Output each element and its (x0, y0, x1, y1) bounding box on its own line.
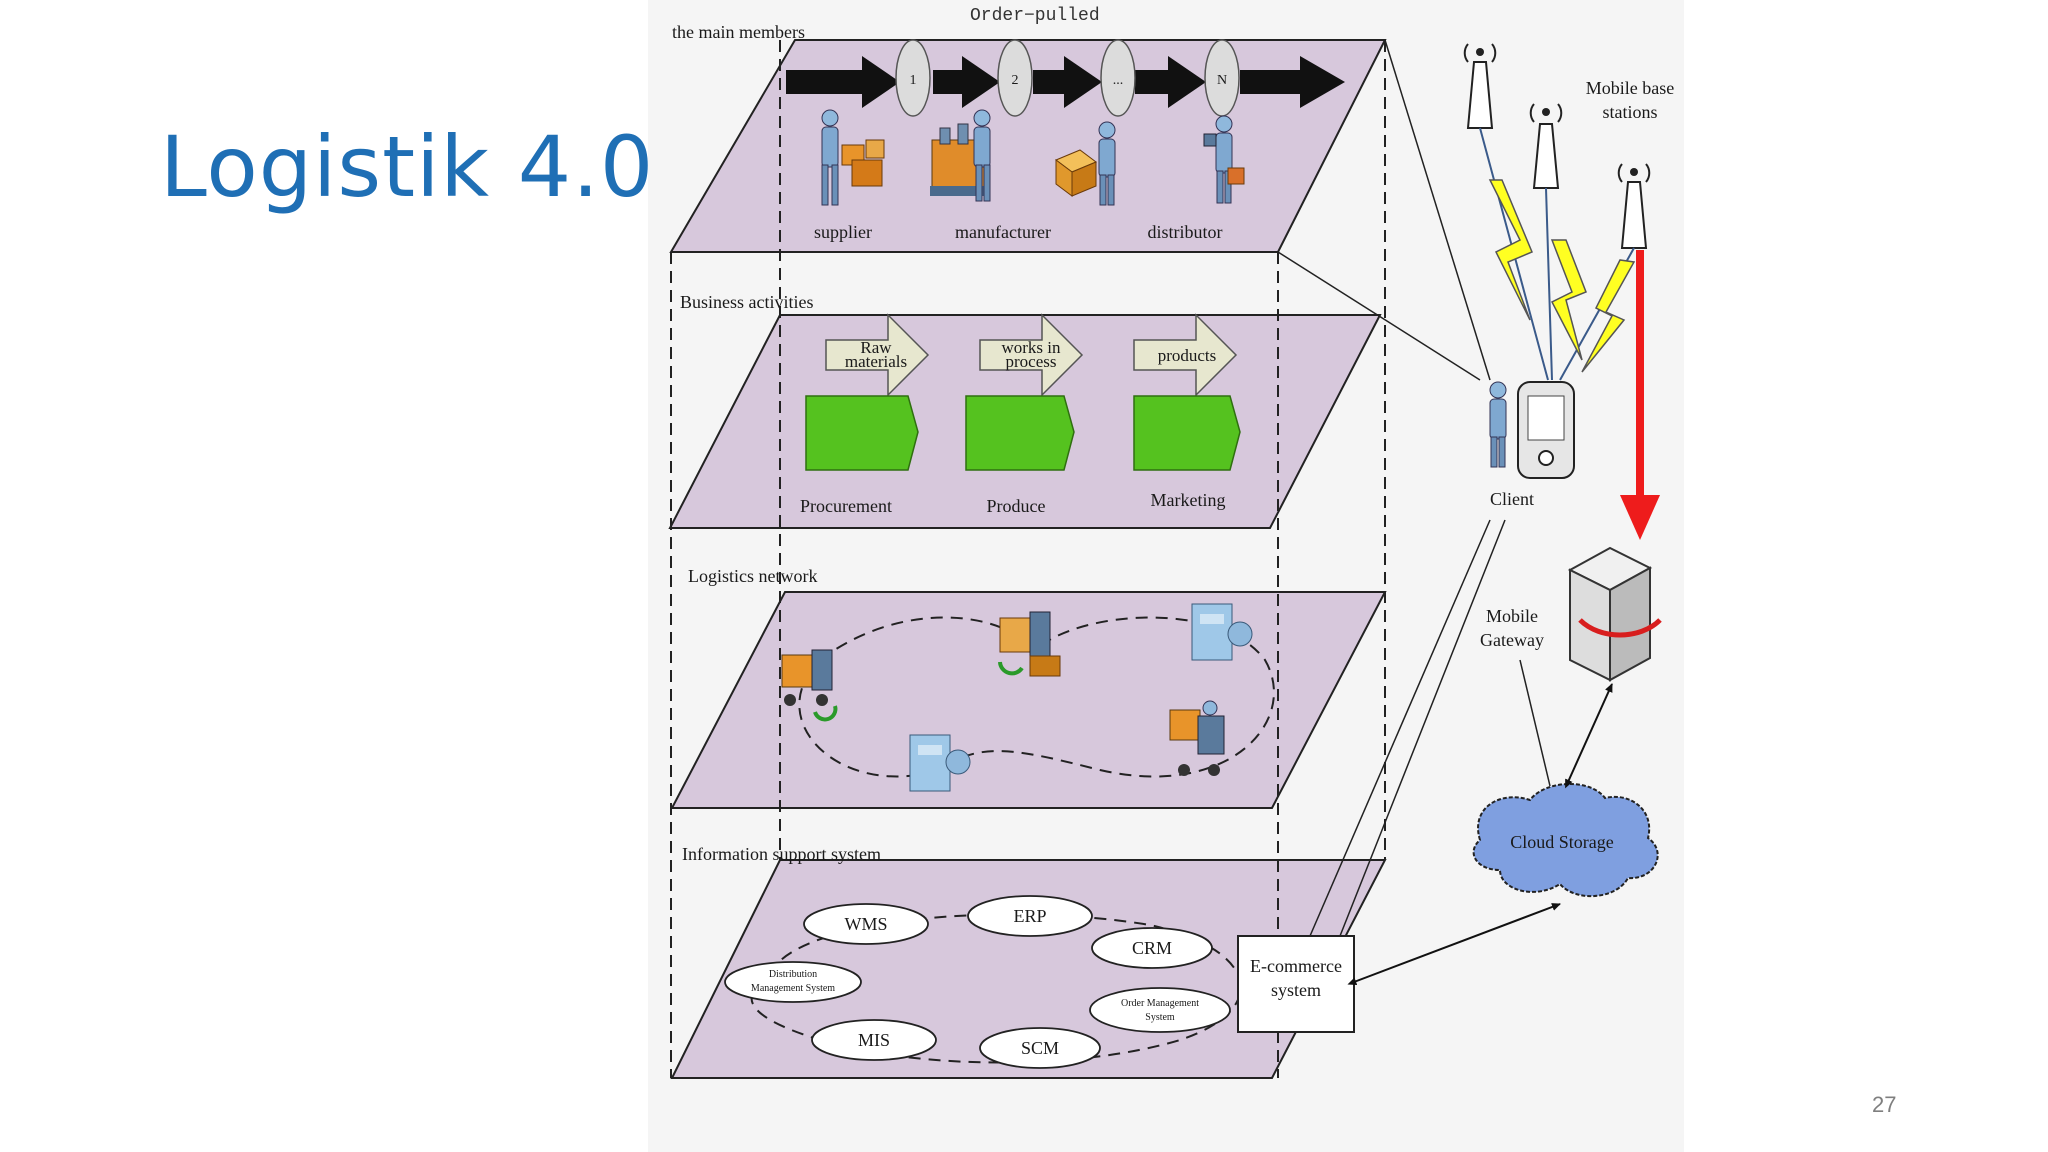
system-nodes (724, 895, 1231, 1069)
ecommerce-system-box (1237, 935, 1355, 1033)
system-label-mis: MIS (858, 1030, 890, 1050)
slide-title: Logistik 4.0 (160, 118, 655, 216)
layer-title: the main members (672, 22, 805, 42)
material-flow-arrows (825, 313, 1238, 397)
system-node-scm (979, 1027, 1101, 1069)
flow-label: Raw (860, 338, 892, 357)
system-label-scm: SCM (1021, 1038, 1059, 1058)
activity-box-marketing (1133, 395, 1241, 471)
system-node-wms (803, 903, 929, 945)
system-label-crm: CRM (1132, 938, 1172, 958)
step-label: 2 (1012, 73, 1019, 88)
flow-arrow (1033, 56, 1102, 108)
client-connections (1277, 39, 1506, 937)
ecommerce-label: system (1271, 980, 1321, 1000)
gateway-label: Mobile (1486, 606, 1538, 626)
system-node-mis (811, 1019, 937, 1061)
step-ellipse (895, 39, 931, 117)
system-node-erp (967, 895, 1093, 937)
system-node-crm (1091, 927, 1213, 969)
system-label-oms: System (1145, 1012, 1175, 1023)
lightning-icon (1488, 179, 1636, 373)
base-stations-label: stations (1602, 102, 1657, 122)
package-icon (998, 611, 1061, 677)
flow-arrow (1240, 56, 1345, 108)
order-pulled-label: Order−pulled (970, 6, 1100, 26)
distributor-person-icon (1203, 115, 1245, 204)
cloud-storage-label: Cloud Storage (1510, 832, 1614, 852)
manufacturer-person-icon (1055, 121, 1116, 206)
role-label-manufacturer: manufacturer (955, 222, 1051, 242)
system-node-oms (1089, 987, 1231, 1033)
logistics-architecture-diagram: Order−pulled the main members 1 2 ... N (648, 0, 1684, 1152)
ecommerce-label: E-commerce (1250, 956, 1342, 976)
activity-box-produce (965, 395, 1075, 471)
antenna-icon (1463, 43, 1497, 129)
flow-label: products (1158, 346, 1217, 365)
order-steps: 1 2 ... N (895, 39, 1240, 117)
flow-arrow (1135, 56, 1206, 108)
layer-information-support: Information support system WMS ERP CRM D… (670, 844, 1387, 1079)
role-label-supplier: supplier (814, 222, 872, 242)
layer-title: Information support system (682, 844, 881, 864)
activity-boxes (805, 395, 1241, 471)
flow-label: works in (1001, 338, 1061, 357)
forklift-icon (1169, 700, 1225, 776)
layer-title: Logistics network (688, 566, 817, 586)
role-label-distributor: distributor (1148, 222, 1223, 242)
manufacturer-factory-icon (930, 109, 991, 202)
red-signal-arrow (1620, 250, 1660, 540)
activity-label-produce: Produce (987, 496, 1046, 516)
system-label-dms: Management System (751, 983, 835, 994)
warehouse-icon (1191, 603, 1253, 661)
slide-number: 27 (1872, 1092, 1897, 1117)
antenna-icon (1617, 163, 1651, 249)
antenna-icon (1529, 103, 1563, 189)
layer-business-activities: Business activities Raw materials works … (668, 292, 1382, 529)
layer-title: Business activities (680, 292, 814, 312)
client-label: Client (1490, 489, 1534, 509)
system-label-oms: Order Management (1121, 998, 1199, 1009)
flow-arrow (979, 313, 1084, 397)
activity-label-procurement: Procurement (800, 496, 892, 516)
step-ellipse (1100, 39, 1136, 117)
cloud-storage-icon (1472, 783, 1659, 897)
layer-logistics-network: Logistics network (670, 566, 1387, 809)
activity-box-procurement (805, 395, 919, 471)
gateway-link (1519, 659, 1551, 787)
warehouse-icon (909, 734, 971, 792)
cloud-ecommerce-arrow (1347, 903, 1561, 986)
order-flow-arrows (786, 56, 1345, 108)
gateway-label: Gateway (1480, 630, 1544, 650)
system-label-dms: Distribution (769, 969, 817, 980)
flow-arrow (786, 56, 900, 108)
flow-arrow (933, 56, 1000, 108)
flow-label: process (1006, 352, 1057, 371)
base-stations-label: Mobile base (1586, 78, 1674, 98)
client-person-icon (1489, 381, 1507, 468)
forklift-icon (781, 649, 838, 722)
flow-label: materials (845, 352, 907, 371)
flow-arrow (825, 313, 930, 397)
cloud-server-arrow (1565, 683, 1613, 789)
system-label-wms: WMS (844, 914, 887, 934)
flow-arrow (1133, 313, 1238, 397)
step-ellipse (997, 39, 1033, 117)
step-label: 1 (910, 73, 917, 88)
step-label: N (1217, 73, 1227, 88)
system-label-erp: ERP (1013, 906, 1046, 926)
phone-icon (1517, 381, 1575, 479)
mobile-infrastructure: Mobile base stations (1237, 39, 1674, 1033)
system-node-dms (724, 961, 862, 1003)
supplier-person-icon (821, 109, 885, 206)
server-icon (1567, 546, 1662, 682)
step-label: ... (1113, 73, 1124, 88)
activity-label-marketing: Marketing (1151, 490, 1226, 510)
